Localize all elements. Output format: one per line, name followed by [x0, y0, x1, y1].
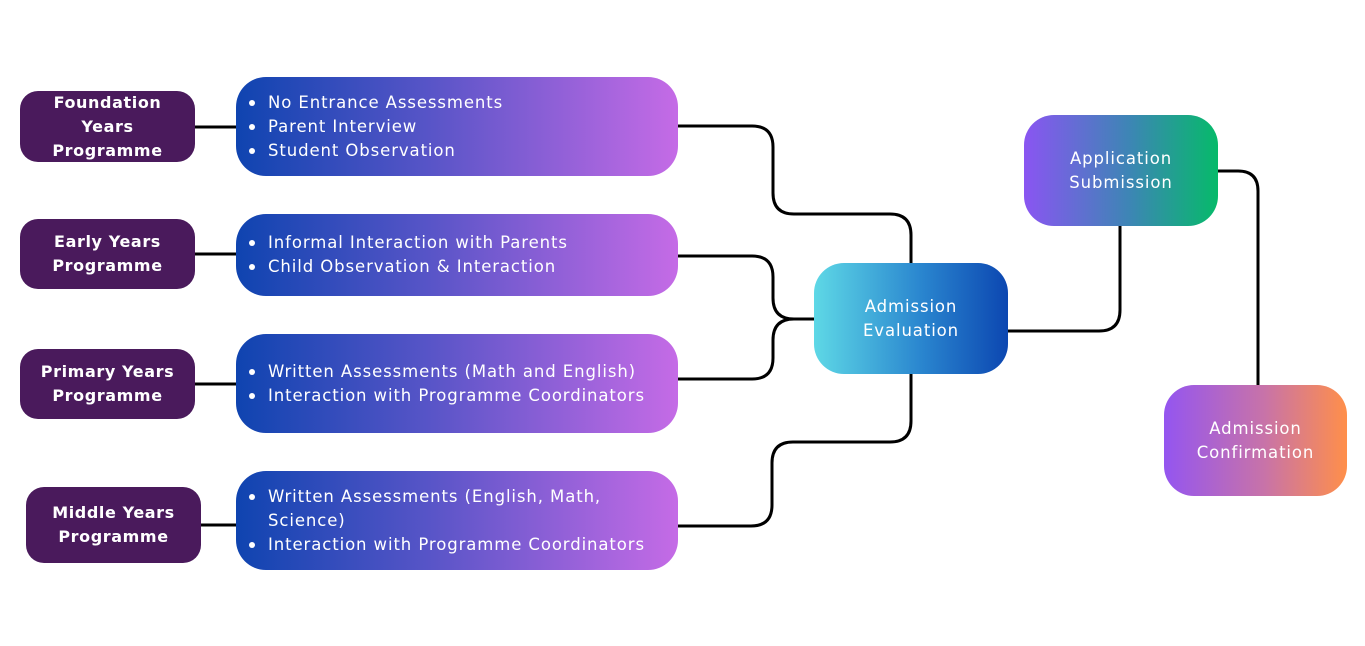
connector-early-req-to-evaluation	[676, 254, 816, 321]
programme-title-line1: Primary Years	[40, 362, 175, 381]
programme-title-line1: Foundation Years	[53, 92, 162, 136]
stage-title-line1: Admission	[864, 296, 958, 316]
programme-primary-years: Primary Years Programme	[20, 349, 195, 419]
stage-admission-evaluation: Admission Evaluation	[814, 263, 1008, 374]
programme-middle-years: Middle Years Programme	[26, 487, 201, 563]
stage-application-submission: Application Submission	[1024, 115, 1218, 226]
stage-title-line2: Confirmation	[1196, 442, 1315, 462]
requirements-list: Written Assessments (Math and English) I…	[249, 360, 645, 408]
requirement-item: No Entrance Assessments	[248, 91, 503, 115]
requirement-item: Student Observation	[248, 139, 503, 163]
programme-foundation-years: Foundation Years Programme	[20, 91, 195, 162]
requirements-foundation-years: No Entrance Assessments Parent Interview…	[236, 77, 678, 176]
stage-admission-confirmation: Admission Confirmation	[1164, 385, 1347, 496]
programme-early-years: Early Years Programme	[20, 219, 195, 289]
stage-title-line1: Application	[1069, 148, 1173, 168]
requirements-list: Informal Interaction with Parents Child …	[249, 231, 568, 279]
connector-primary-req-to-evaluation	[676, 317, 796, 381]
requirements-list: Written Assessments (English, Math, Scie…	[249, 485, 645, 557]
programme-title-line1: Early Years	[54, 232, 161, 251]
requirement-item: Interaction with Programme Coordinators	[249, 533, 645, 557]
connector-submission-to-confirmation	[1216, 169, 1260, 387]
requirements-primary-years: Written Assessments (Math and English) I…	[236, 334, 678, 433]
programme-title-line2: Programme	[58, 527, 169, 546]
stage-title-line2: Evaluation	[862, 320, 960, 340]
requirement-item: Informal Interaction with Parents	[249, 231, 568, 255]
connector-evaluation-to-submission	[1006, 224, 1122, 333]
requirement-item: Written Assessments (Math and English)	[249, 360, 645, 384]
connector-middle-req-to-evaluation	[676, 372, 913, 528]
requirement-item: Interaction with Programme Coordinators	[249, 384, 645, 408]
requirements-list: No Entrance Assessments Parent Interview…	[248, 91, 503, 163]
programme-title-line2: Programme	[52, 256, 163, 275]
stage-title-line1: Admission	[1209, 418, 1302, 438]
programme-title-line1: Middle Years	[52, 503, 175, 522]
requirement-item: Written Assessments (English, Math, Scie…	[249, 485, 645, 533]
programme-title-line2: Programme	[52, 386, 163, 405]
requirements-middle-years: Written Assessments (English, Math, Scie…	[236, 471, 678, 570]
requirement-item: Parent Interview	[248, 115, 503, 139]
connector-foundation-req-to-evaluation	[676, 124, 913, 265]
requirements-early-years: Informal Interaction with Parents Child …	[236, 214, 678, 296]
requirement-item: Child Observation & Interaction	[249, 255, 568, 279]
programme-title-line2: Programme	[52, 140, 163, 160]
stage-title-line2: Submission	[1069, 172, 1173, 192]
